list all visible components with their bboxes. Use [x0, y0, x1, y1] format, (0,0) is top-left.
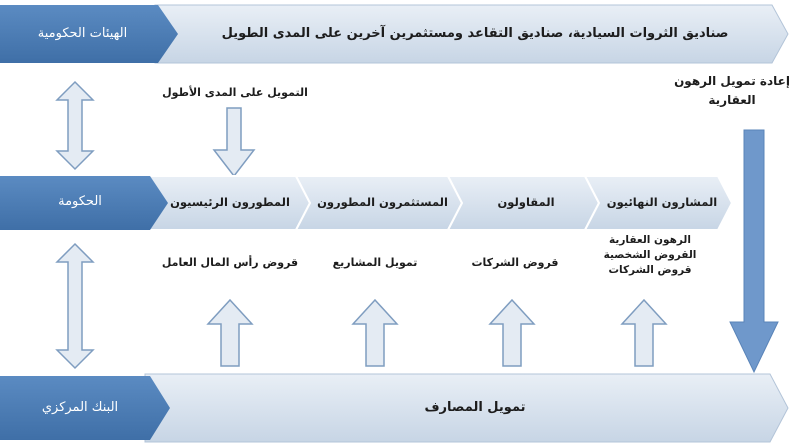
top-box-arrow — [0, 5, 178, 63]
chevron-end-users — [583, 175, 734, 231]
up-arrow-investor-developers — [351, 298, 399, 367]
working-capital-loans-label: قروض رأس المال العامل — [161, 256, 299, 269]
bank-financing-label: تمويل المصارف — [424, 400, 526, 415]
bottom-box-arrow — [0, 376, 170, 440]
middle-box-arrow — [0, 176, 168, 230]
mortgages-item: الرهون العقارية — [609, 234, 691, 246]
long-term-financing-label: التمويل على المدى الأطول — [162, 86, 308, 99]
investor-developers-label: المستثمرون المطورون — [317, 195, 448, 209]
government-label: الحكومة — [58, 194, 102, 209]
contractors-label: المقاولون — [497, 195, 555, 209]
mortgage-refinancing-label: إعادة تمويل الرهون العقارية — [674, 74, 790, 108]
corporate-loans-item: قروض الشركات — [608, 264, 692, 277]
up-arrow-main-developers — [206, 298, 254, 367]
double-arrow-bottom-left — [55, 242, 95, 370]
end-users-label: المشارون النهائيون — [606, 195, 718, 209]
personal-loans-item: القروض الشخصية — [603, 249, 697, 262]
central-bank-label: البنك المركزي — [41, 400, 119, 415]
long-term-down-arrow — [212, 107, 256, 178]
long-term-investors-label: صناديق الثروات السيادية، صناديق التقاعد … — [221, 26, 729, 41]
government-agencies-label: الهيئات الحكومية — [37, 26, 128, 41]
up-arrow-end-users — [620, 298, 668, 367]
end-user-loans-list: الرهون العقارية القروض الشخصية قروض الشر… — [590, 233, 710, 279]
project-finance-label: تمويل المشاريع — [332, 256, 418, 269]
double-arrow-top-left — [55, 80, 95, 171]
refinance-down-arrow — [729, 129, 779, 374]
main-developers-label: المطورون الرئيسيون — [170, 195, 290, 209]
up-arrow-contractors — [488, 298, 536, 367]
corporate-loans-label: قروض الشركات — [471, 256, 559, 269]
